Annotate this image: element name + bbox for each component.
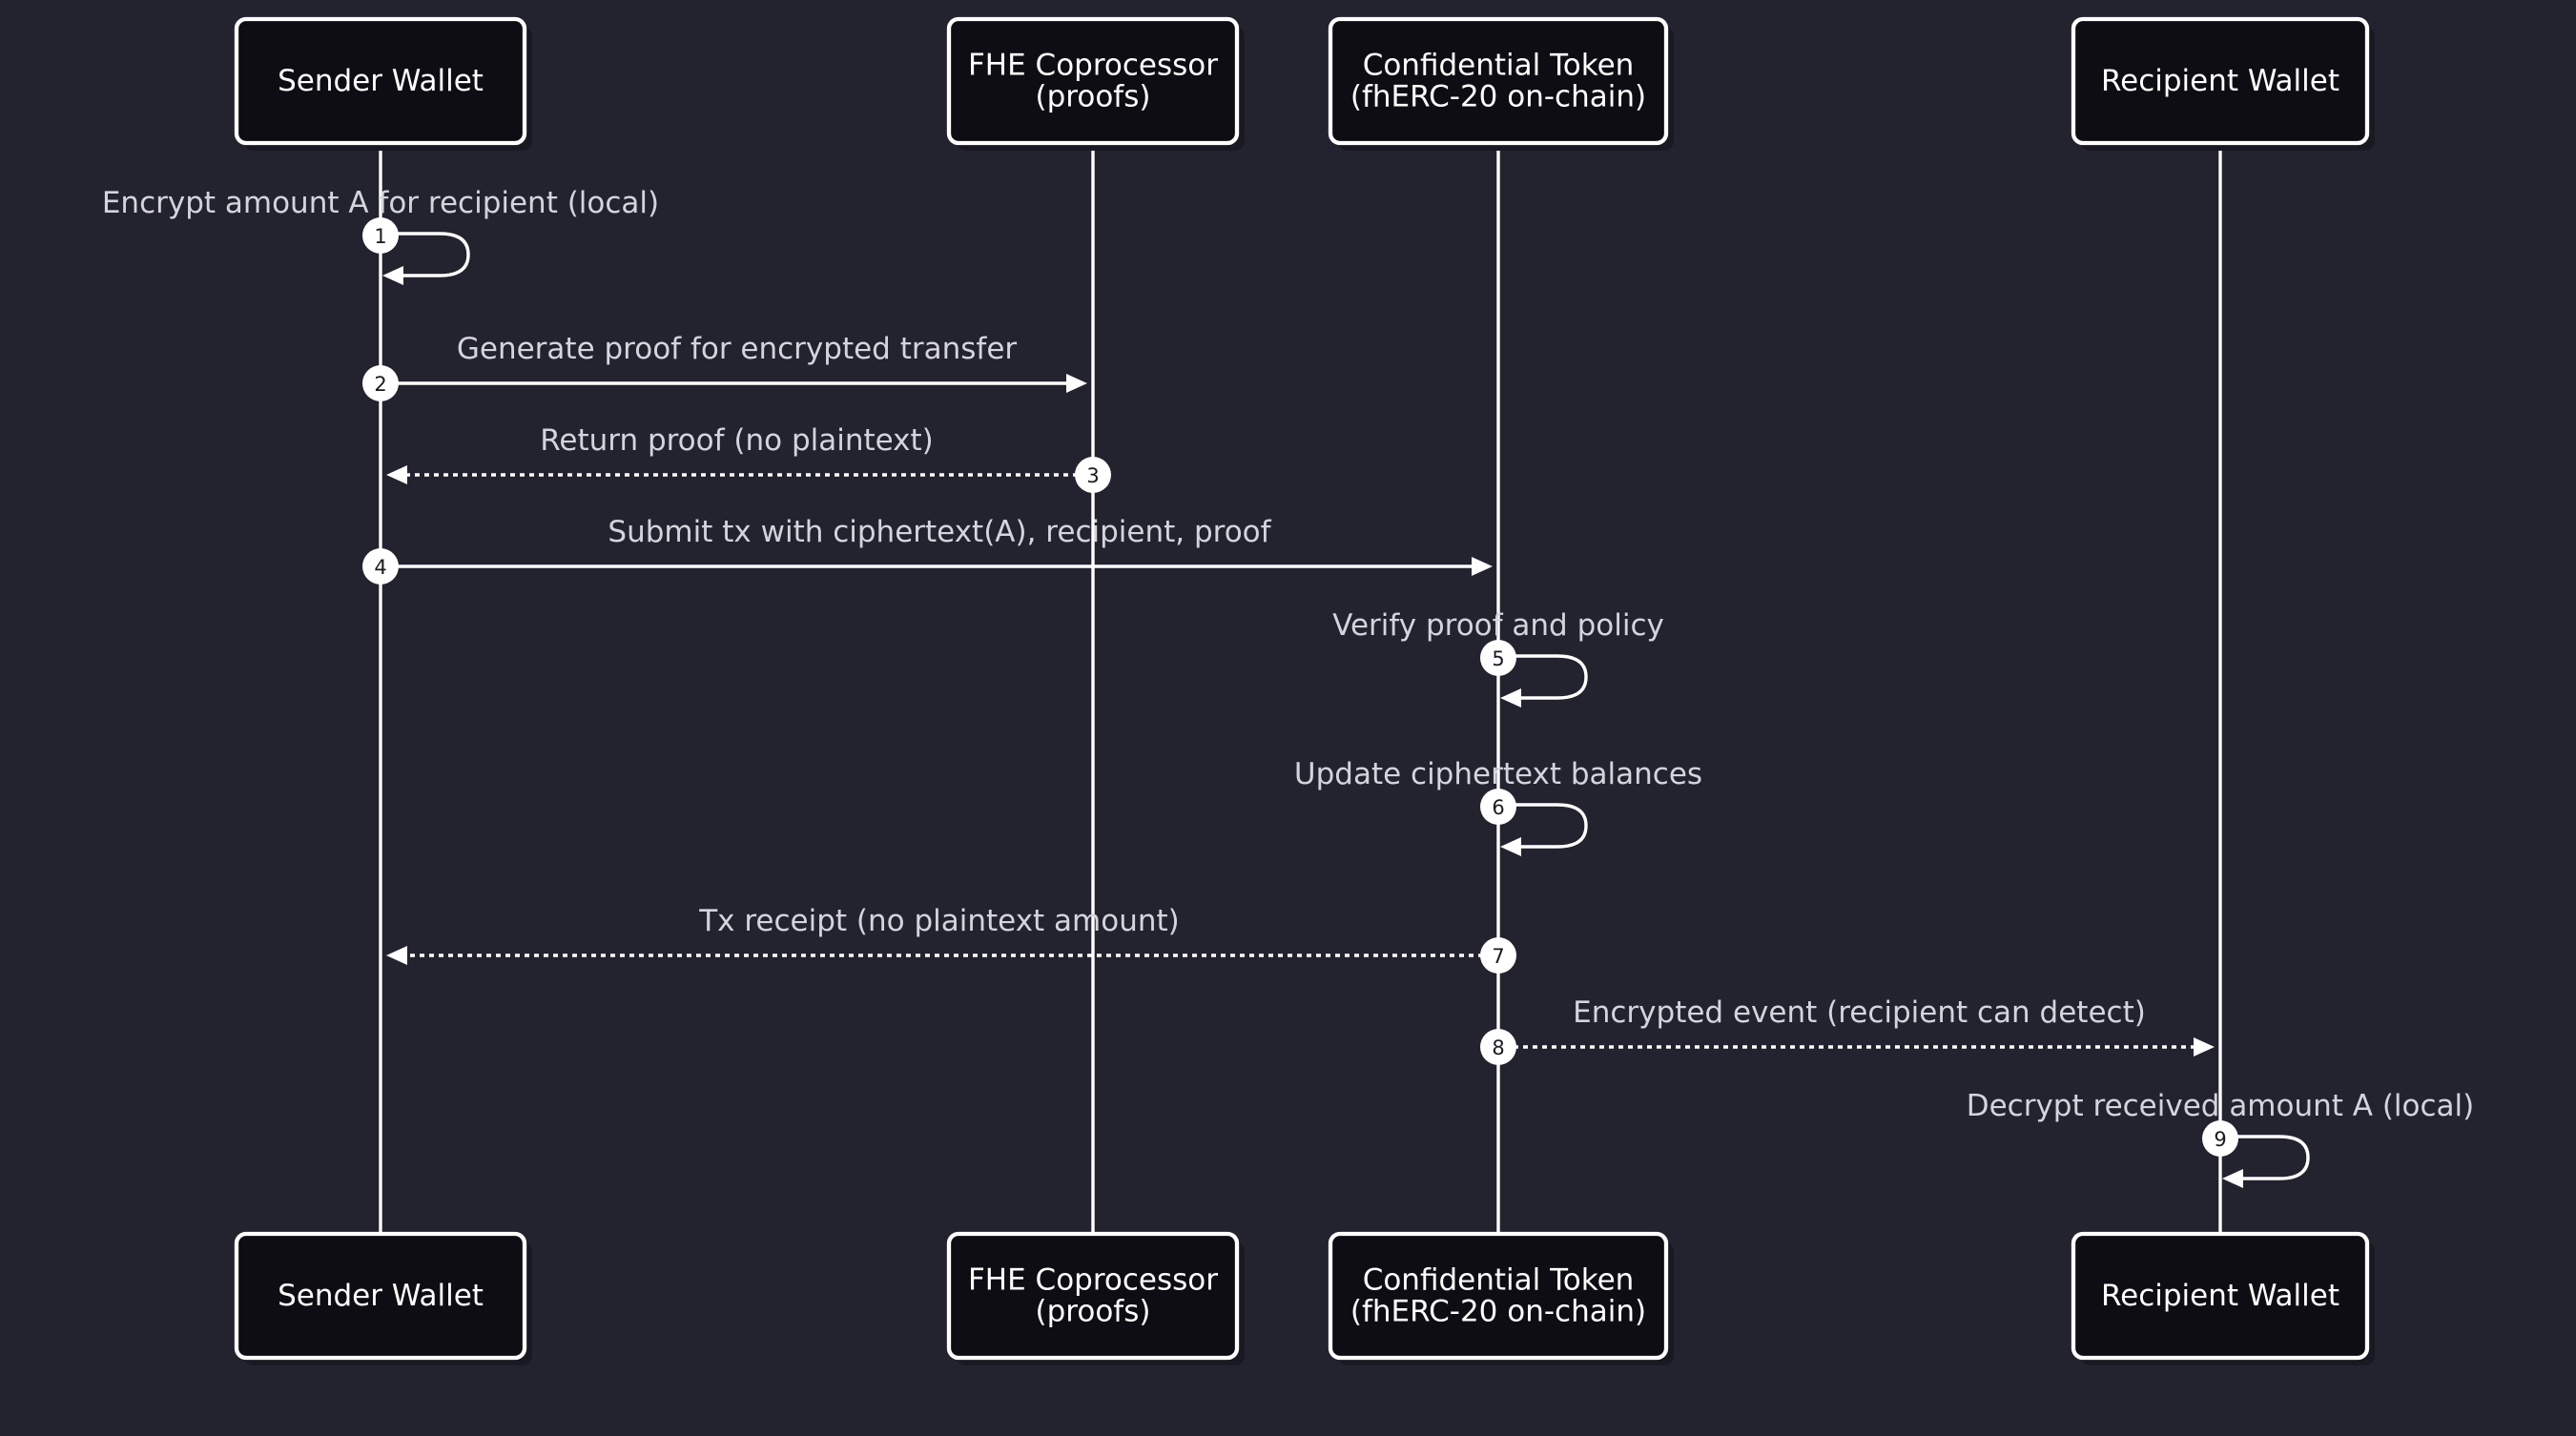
message-3: Return proof (no plaintext) 3 bbox=[386, 423, 1111, 493]
step-badge bbox=[2202, 1120, 2238, 1157]
message-label: Update ciphertext balances bbox=[1294, 757, 1702, 791]
self-loop-line bbox=[2220, 1135, 2310, 1180]
actor-label: Recipient Wallet bbox=[2101, 64, 2339, 98]
actor-label: Recipient Wallet bbox=[2101, 1279, 2339, 1313]
actor-box bbox=[2071, 1231, 2370, 1361]
step-badge bbox=[362, 217, 399, 254]
message-label: Generate proof for encrypted transfer bbox=[457, 332, 1018, 366]
self-loop-line bbox=[381, 232, 470, 277]
actor-label: FHE Coprocessor bbox=[968, 49, 1218, 83]
arrowhead bbox=[1472, 557, 1493, 576]
arrowhead bbox=[386, 465, 407, 484]
message-label: Tx receipt (no plaintext amount) bbox=[698, 904, 1180, 938]
message-label: Decrypt received amount A (local) bbox=[1967, 1089, 2475, 1123]
actor-label: (fhERC-20 on-chain) bbox=[1350, 1295, 1646, 1329]
actor-box bbox=[946, 1231, 1240, 1361]
self-loop-line bbox=[1498, 803, 1588, 849]
actor-label: FHE Coprocessor bbox=[968, 1263, 1218, 1298]
message-label: Encrypt amount A for recipient (local) bbox=[102, 186, 659, 220]
self-loop-line bbox=[1498, 654, 1588, 700]
message-label: Verify proof and policy bbox=[1332, 608, 1664, 643]
actor-label: (proofs) bbox=[1036, 1295, 1151, 1329]
message-7: Tx receipt (no plaintext amount) 7 bbox=[386, 904, 1516, 974]
step-number: 3 bbox=[1086, 464, 1099, 487]
step-number: 6 bbox=[1492, 796, 1504, 819]
arrowhead bbox=[2194, 1037, 2215, 1056]
step-number: 9 bbox=[2214, 1128, 2226, 1151]
actor-recipient-bottom: Recipient Wallet bbox=[2071, 1231, 2375, 1365]
step-badge bbox=[1480, 1029, 1516, 1065]
step-number: 2 bbox=[374, 373, 386, 396]
message-label: Return proof (no plaintext) bbox=[540, 423, 934, 458]
actor-label: (proofs) bbox=[1036, 80, 1151, 114]
step-badge bbox=[362, 548, 399, 585]
messages: Encrypt amount A for recipient (local) 1G… bbox=[102, 186, 2474, 1188]
step-number: 5 bbox=[1492, 647, 1504, 670]
arrowhead bbox=[382, 266, 403, 285]
actor-label: Confidential Token bbox=[1363, 49, 1635, 83]
actor-sender-top: Sender Wallet bbox=[234, 16, 532, 151]
step-badge bbox=[1480, 937, 1516, 974]
message-5: Verify proof and policy 5 bbox=[1332, 608, 1664, 708]
step-badge bbox=[362, 365, 399, 401]
actor-label: Sender Wallet bbox=[278, 64, 484, 98]
actor-token-top: Confidential Token(fhERC-20 on-chain) bbox=[1328, 16, 1674, 151]
arrowhead bbox=[1066, 374, 1087, 393]
actor-label: Confidential Token bbox=[1363, 1263, 1635, 1298]
step-badge bbox=[1480, 640, 1516, 676]
lifelines bbox=[379, 143, 2222, 1234]
actor-label: Sender Wallet bbox=[278, 1279, 484, 1313]
step-number: 8 bbox=[1492, 1036, 1504, 1059]
step-number: 4 bbox=[374, 556, 386, 579]
message-8: Encrypted event (recipient can detect) 8 bbox=[1480, 995, 2215, 1065]
actor-token-bottom: Confidential Token(fhERC-20 on-chain) bbox=[1328, 1231, 1674, 1365]
message-label: Submit tx with ciphertext(A), recipient,… bbox=[608, 515, 1271, 549]
actor-fhe-bottom: FHE Coprocessor(proofs) bbox=[946, 1231, 1245, 1365]
arrowhead bbox=[386, 946, 407, 965]
message-label: Encrypted event (recipient can detect) bbox=[1573, 995, 2146, 1030]
arrowhead bbox=[1500, 837, 1521, 856]
actor-box bbox=[1328, 16, 1669, 146]
message-1: Encrypt amount A for recipient (local) 1 bbox=[102, 186, 659, 285]
actor-fhe-top: FHE Coprocessor(proofs) bbox=[946, 16, 1245, 151]
actor-recipient-top: Recipient Wallet bbox=[2071, 16, 2375, 151]
message-9: Decrypt received amount A (local) 9 bbox=[1967, 1089, 2475, 1188]
arrowhead bbox=[2222, 1169, 2243, 1188]
actor-label: (fhERC-20 on-chain) bbox=[1350, 80, 1646, 114]
message-4: Submit tx with ciphertext(A), recipient,… bbox=[362, 515, 1493, 585]
actor-sender-bottom: Sender Wallet bbox=[234, 1231, 532, 1365]
arrowhead bbox=[1500, 688, 1521, 708]
actor-box bbox=[946, 16, 1240, 146]
step-number: 1 bbox=[374, 225, 386, 248]
message-6: Update ciphertext balances 6 bbox=[1294, 757, 1702, 856]
actor-box bbox=[1328, 1231, 1669, 1361]
actor-box bbox=[2071, 16, 2370, 146]
step-badge bbox=[1480, 789, 1516, 825]
message-2: Generate proof for encrypted transfer 2 bbox=[362, 332, 1087, 401]
actor-box bbox=[234, 16, 527, 146]
step-badge bbox=[1075, 457, 1111, 493]
step-number: 7 bbox=[1492, 945, 1504, 968]
actor-box bbox=[234, 1231, 527, 1361]
